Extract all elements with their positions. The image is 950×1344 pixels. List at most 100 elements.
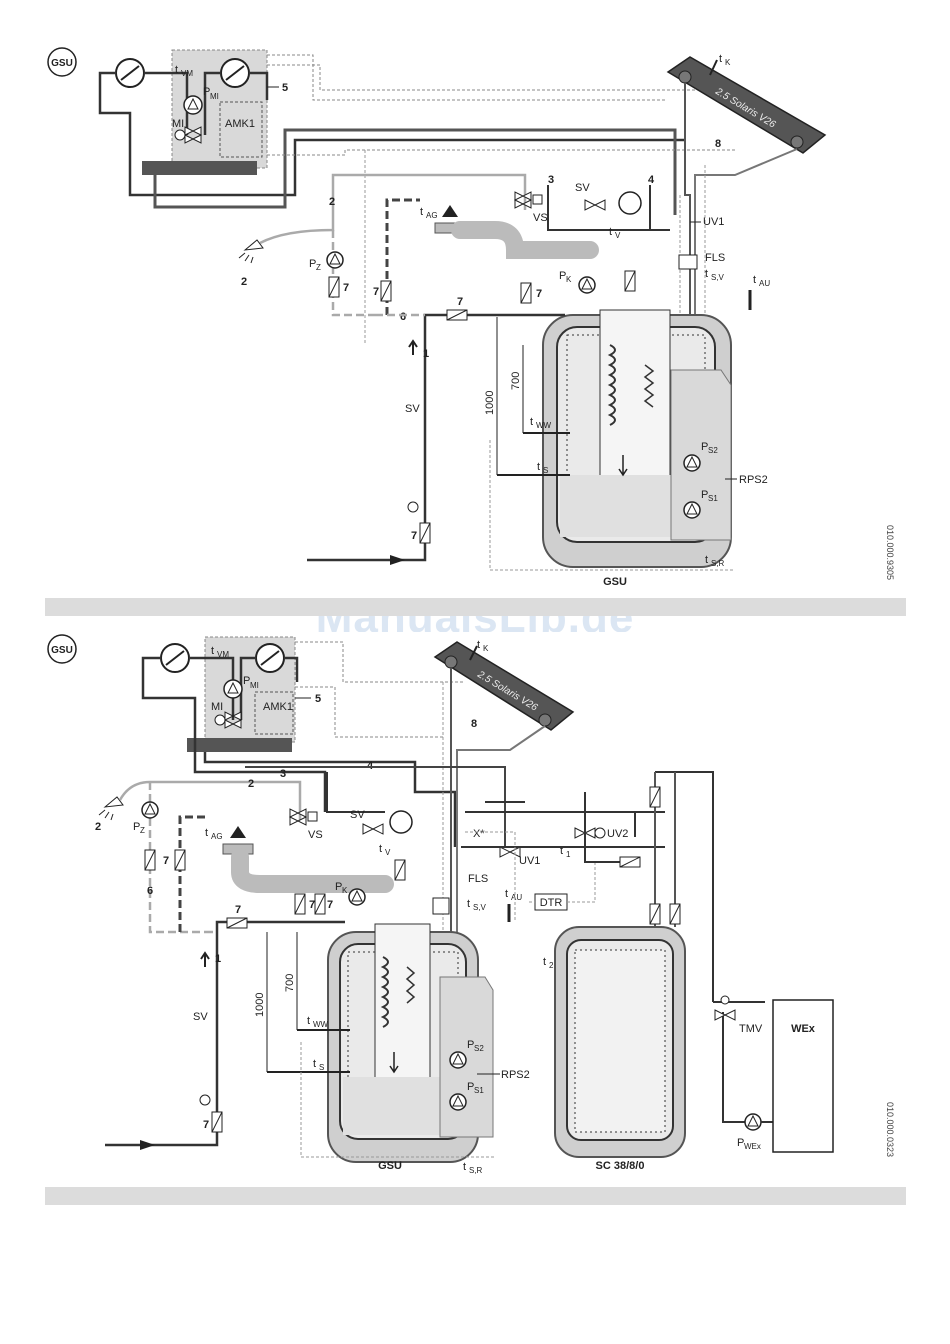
- diagram-label: SV: [350, 809, 365, 821]
- valve-uv1-icon: [499, 846, 521, 858]
- diagram-label: AU: [759, 279, 770, 288]
- diagram-label: 700: [510, 372, 522, 390]
- expansion-vessel-icon: [389, 810, 413, 834]
- diagram-label: P: [737, 1137, 744, 1149]
- safety-valve-icon: [362, 823, 384, 835]
- diagram-label: P: [243, 675, 250, 687]
- diagram-label: 7: [203, 1119, 209, 1131]
- diagram-label: t: [175, 64, 178, 76]
- radiator-icon-1: [115, 58, 145, 88]
- pump-ps2-icon: [683, 454, 701, 472]
- diagram-label: 7: [309, 899, 315, 911]
- diagram-label: 3: [280, 768, 286, 780]
- distributor-bar: [142, 161, 257, 175]
- pump-pmi-icon: [223, 679, 243, 699]
- diagram-label: MI: [250, 681, 259, 690]
- diagram-label: t: [211, 645, 214, 657]
- radiator-icon-2: [255, 643, 285, 673]
- diagram-label: P: [467, 1039, 474, 1051]
- diagram-label: AG: [211, 832, 223, 841]
- diagram-label: S: [543, 466, 548, 475]
- diagram-label: P: [309, 258, 316, 270]
- pump-pz-icon: [141, 801, 159, 819]
- diagram-label: VS: [533, 212, 548, 224]
- radiator-icon-2: [220, 58, 250, 88]
- diagram-label: t: [477, 639, 480, 651]
- diagram-label: MI: [211, 701, 223, 713]
- pump-ps2-icon: [449, 1051, 467, 1069]
- diagram-label: MI: [210, 92, 219, 101]
- diagram-label: P: [701, 441, 708, 453]
- diagram-label: P: [701, 489, 708, 501]
- diagram-label: t: [705, 554, 708, 566]
- diagram-label: t: [313, 1058, 316, 1070]
- diagram-label: VM: [217, 650, 229, 659]
- shower-icon: [238, 239, 264, 264]
- diagram-label: P: [559, 270, 566, 282]
- diagram-label: t: [505, 888, 508, 900]
- diagram-label: t: [379, 843, 382, 855]
- diagram-label: AMK1: [225, 118, 255, 130]
- diagram-label: P: [133, 821, 140, 833]
- diagram-label: P: [203, 86, 210, 98]
- diagram-label: K: [342, 886, 348, 895]
- diagram-label: 3: [548, 174, 554, 186]
- shower-icon: [98, 796, 124, 821]
- diagram-label: t: [753, 274, 756, 286]
- diagram-label: Z: [316, 263, 321, 272]
- diagram-label: 6: [400, 311, 406, 323]
- mixing-valve-vs-icon: [513, 191, 543, 209]
- diagram-label: 2: [241, 276, 247, 288]
- solar-collector: 2.5 Solaris V26: [433, 641, 575, 731]
- diagram-label: VM: [181, 69, 193, 78]
- diagram-label: t: [467, 898, 470, 910]
- pump-ps1-icon: [449, 1093, 467, 1111]
- diagram-label: 8: [471, 718, 477, 730]
- diagram-label: P: [467, 1081, 474, 1093]
- diagram-label: t: [205, 827, 208, 839]
- mixer-mi-icon: [174, 126, 203, 144]
- panel-1-footer: [45, 598, 906, 616]
- diagram-label: WW: [536, 421, 552, 430]
- diagram-label: 2: [329, 196, 335, 208]
- diagram-label: 7: [163, 855, 169, 867]
- diagram-label: 7: [411, 530, 417, 542]
- diagram-label: t: [463, 1161, 466, 1173]
- diagram-label: S2: [474, 1044, 484, 1053]
- safety-valve-icon: [584, 199, 606, 211]
- diagram-label: UV1: [519, 855, 540, 867]
- diagram-label: S: [319, 1063, 324, 1072]
- diagram-label: S1: [708, 494, 718, 503]
- panel-2-footer: [45, 1187, 906, 1205]
- diagram-label: P: [335, 881, 342, 893]
- diagram-label: 2: [95, 821, 101, 833]
- diagram-label: V: [385, 848, 391, 857]
- diagram-label: 4: [648, 174, 655, 186]
- expansion-vessel-icon: [618, 191, 642, 215]
- solar-collector: 2.5 Solaris V26: [666, 56, 827, 154]
- diagram-label: t: [307, 1015, 310, 1027]
- diagram-label: AU: [511, 893, 522, 902]
- diagram-label: t: [530, 416, 533, 428]
- badge-text: GSU: [51, 58, 73, 69]
- diagram-label: 7: [457, 296, 463, 308]
- diagram-label: RPS2: [501, 1069, 530, 1081]
- diagram-label: S1: [474, 1086, 484, 1095]
- diagram-label: 1: [423, 348, 429, 360]
- diagram-label: MI: [172, 118, 184, 130]
- diagram-label: WEx: [791, 1023, 816, 1035]
- diagram-label: UV1: [703, 216, 724, 228]
- pump-pk-icon: [578, 276, 596, 294]
- diagram-label: AG: [426, 211, 438, 220]
- diagram-label: SV: [193, 1011, 208, 1023]
- diagram-label: FLS: [468, 873, 488, 885]
- diagram-label: 8: [715, 138, 721, 150]
- diagram-label: 7: [536, 288, 542, 300]
- diagram-label: 1000: [484, 391, 496, 415]
- valve-tmv-icon: [714, 995, 736, 1021]
- diagram-label: VS: [308, 829, 323, 841]
- pump-pwex-icon: [744, 1113, 762, 1131]
